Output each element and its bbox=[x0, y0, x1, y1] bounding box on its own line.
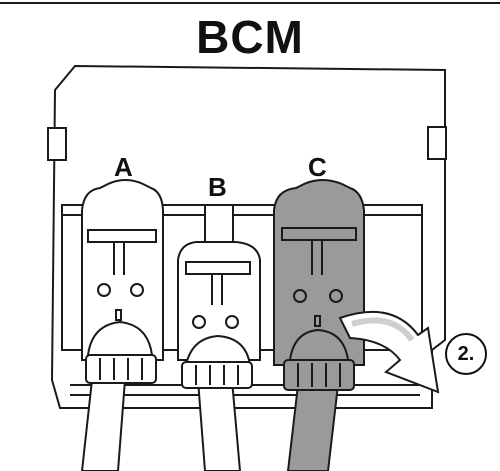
cable-c bbox=[286, 384, 340, 471]
connector-a-label: A bbox=[114, 152, 133, 182]
connector-c bbox=[273, 179, 365, 391]
cable-b bbox=[196, 379, 242, 471]
connector-b bbox=[177, 204, 261, 389]
connector-a bbox=[81, 179, 164, 384]
cables bbox=[80, 379, 340, 471]
connector-c-label: C bbox=[308, 152, 327, 182]
module-title: BCM bbox=[196, 11, 304, 63]
removal-arrow bbox=[338, 310, 440, 394]
right-clip bbox=[427, 126, 447, 160]
step-number-badge: 2. bbox=[445, 333, 487, 375]
left-clip bbox=[47, 127, 67, 161]
connector-b-label: B bbox=[208, 172, 227, 202]
